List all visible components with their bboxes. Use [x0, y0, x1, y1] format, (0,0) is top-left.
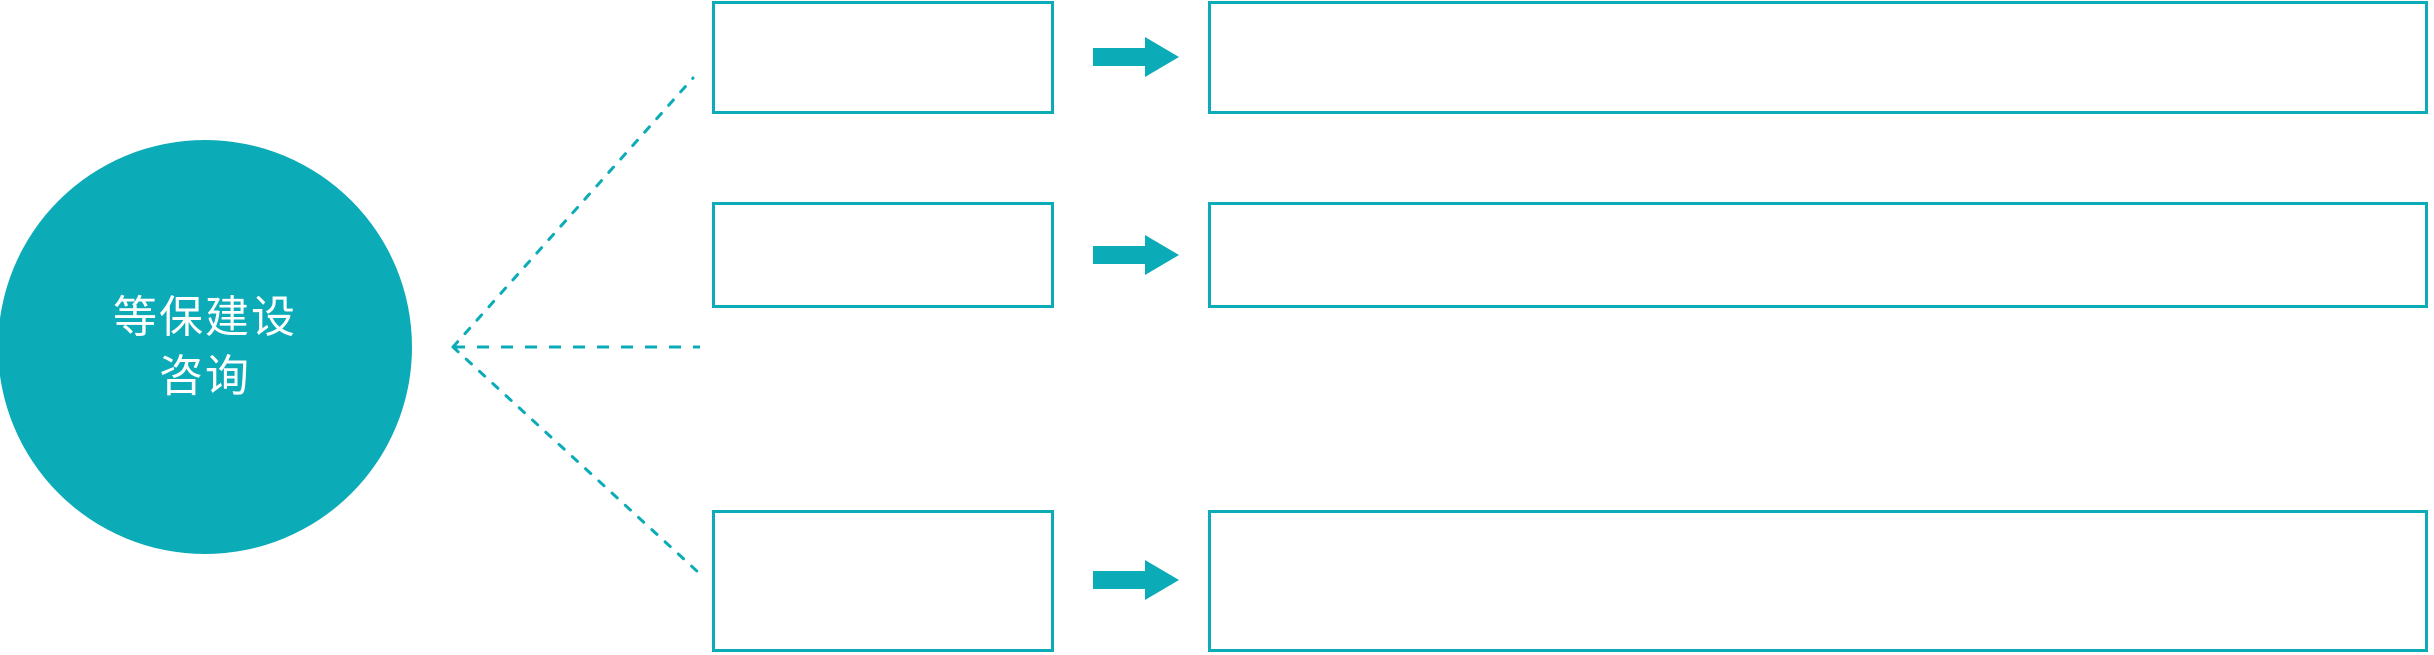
detail-box-row1[interactable]: [1208, 1, 2428, 114]
hub-title-line-2: 咨询: [159, 352, 251, 401]
stage-box-row2[interactable]: [712, 202, 1054, 308]
connector-line-row1: [451, 76, 695, 349]
right-arrow-icon-row1: [1093, 37, 1179, 77]
detail-box-row2[interactable]: [1208, 202, 2428, 308]
right-arrow-icon-row2: [1093, 235, 1179, 275]
connector-line-row3: [451, 345, 701, 575]
hub-title-line-1: 等保建设: [113, 292, 297, 342]
hub-circle[interactable]: 等保建设 咨询: [0, 140, 412, 554]
stage-box-row1[interactable]: [712, 1, 1054, 114]
detail-box-row3[interactable]: [1208, 510, 2428, 652]
stage-box-row3[interactable]: [712, 510, 1054, 652]
right-arrow-icon-row3: [1093, 560, 1179, 600]
